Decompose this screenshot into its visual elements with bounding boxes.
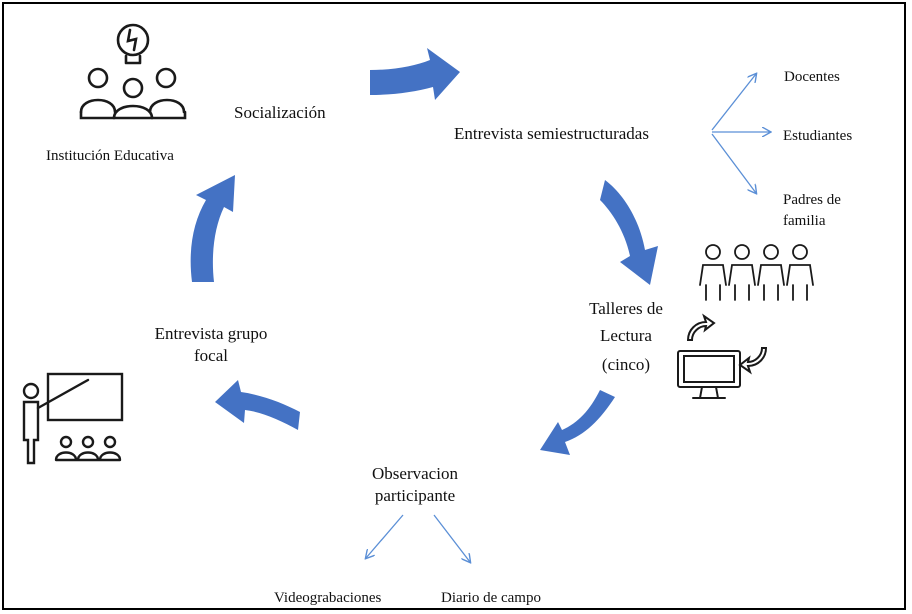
- children-group-icon: [699, 244, 814, 301]
- node-talleres-line2: Lectura: [600, 326, 652, 345]
- cycle-arrow-socializacion: [370, 48, 460, 100]
- node-entrevista-semiestructuradas: Entrevista semiestructuradas: [454, 124, 649, 143]
- cycle-arrow-entrevista-to-talleres: [600, 180, 658, 285]
- cycle-arrow-observacion-to-grupo: [215, 380, 300, 430]
- node-talleres-line3: (cinco): [601, 355, 651, 374]
- node-talleres-line1: Talleres de: [589, 299, 663, 318]
- node-padres-de-familia: Padres de familia: [783, 192, 841, 229]
- node-videograbaciones: Videograbaciones: [274, 590, 382, 606]
- people-lightbulb-icon: [79, 23, 187, 120]
- node-diario-de-campo: Diario de campo: [441, 590, 541, 606]
- branch-arrow-videograbaciones: [366, 514, 404, 558]
- branch-arrow-padres: [711, 133, 756, 193]
- branch-arrow-docentes: [711, 74, 756, 131]
- node-observacion-participante: Observacion participante: [372, 464, 458, 505]
- node-institucion-educativa: Institución Educativa: [46, 148, 174, 164]
- node-docentes: Docentes: [784, 69, 840, 85]
- node-entrevista-grupo-focal: Entrevista grupo focal: [154, 324, 268, 365]
- node-socializacion: Socialización: [234, 103, 326, 122]
- cycle-arrow-talleres-to-observacion: [540, 390, 615, 455]
- cycle-arrow-grupo-to-institucion: [190, 175, 235, 282]
- branch-arrow-diario: [433, 514, 470, 562]
- node-estudiantes: Estudiantes: [783, 128, 853, 144]
- teacher-presentation-icon: [22, 372, 124, 465]
- computer-refresh-icon: [677, 313, 768, 399]
